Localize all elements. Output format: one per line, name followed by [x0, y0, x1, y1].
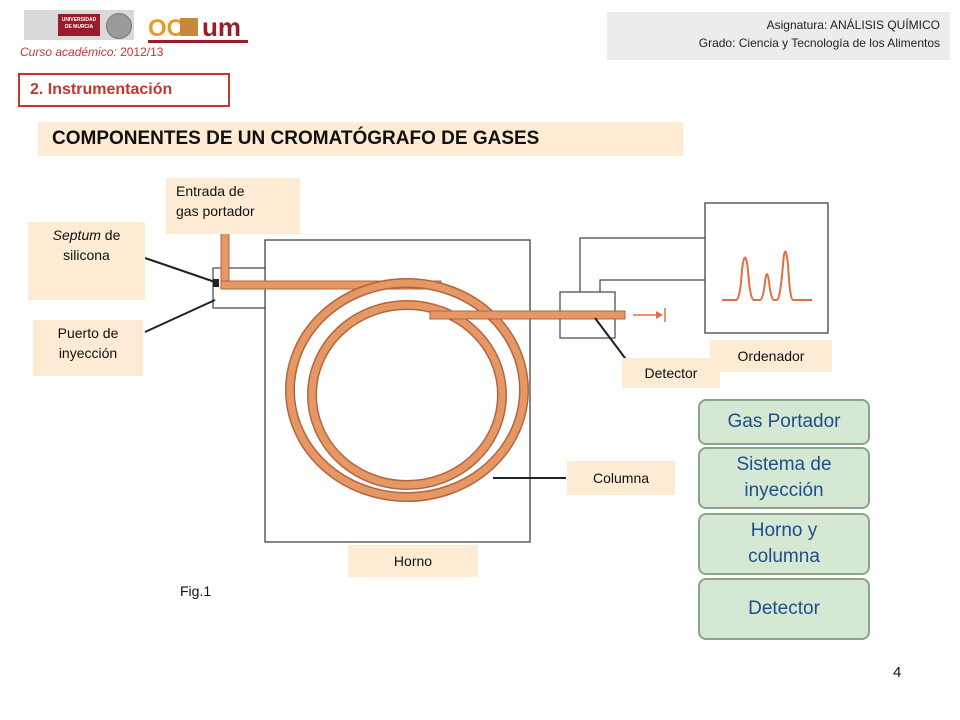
septum-line2: silicona [63, 247, 110, 263]
subject-line: Asignatura: ANÁLISIS QUÍMICO [766, 18, 940, 32]
university-logo-text: UNIVERSIDAD DE MURCIA [58, 14, 100, 36]
step-detector: Detector [698, 578, 870, 640]
svg-text:um: um [202, 12, 241, 42]
septum [213, 279, 219, 287]
step-injection-system: Sistema de inyección [698, 447, 870, 509]
slide-title: COMPONENTES DE UN CROMATÓGRAFO DE GASES [38, 122, 683, 156]
step-injection-line1: Sistema de [736, 454, 832, 475]
column-label: Columna [567, 461, 675, 495]
oven-box [264, 239, 531, 543]
degree-line: Grado: Ciencia y Tecnología de los Alime… [698, 36, 940, 50]
column-outlet-tube [429, 310, 626, 320]
port-line2: inyección [58, 345, 118, 361]
page-number: 4 [893, 664, 902, 681]
carrier-inlet-line1: Entrada de [176, 183, 245, 199]
computer-box [704, 202, 829, 334]
oven-label: Horno [348, 545, 478, 577]
figure-caption: Fig.1 [180, 583, 212, 599]
step-oven-line1: Horno y [750, 520, 818, 541]
course-label: Curso académico: [20, 45, 117, 59]
injection-port-label: Puerto de inyección [33, 320, 143, 376]
septum-leader [144, 257, 216, 283]
septum-italic: Septum [52, 227, 101, 243]
septum-rest: de [100, 227, 121, 243]
subject-box [607, 12, 950, 60]
step-carrier-gas-text: Gas Portador [727, 411, 841, 432]
carrier-gas-inlet-label: Entrada de gas portador [166, 178, 300, 234]
detector-label: Detector [622, 358, 720, 388]
step-detector-text: Detector [748, 598, 820, 619]
port-leader [144, 299, 216, 333]
septum-label: Septum de silicona [28, 222, 145, 300]
chromatogram-trace [722, 250, 812, 301]
course-value: 2012/13 [120, 45, 164, 59]
academic-year: Curso académico: 2012/13 [20, 45, 163, 59]
step-injection-line2: inyección [744, 480, 824, 501]
university-seal-icon [106, 13, 132, 39]
carrier-gas-tube [220, 229, 230, 283]
port-line1: Puerto de [57, 325, 119, 341]
section-title: 2. Instrumentación [18, 73, 230, 107]
step-carrier-gas: Gas Portador [698, 399, 870, 445]
ocw-logo: OC um [148, 12, 248, 43]
step-oven-line2: columna [748, 546, 820, 567]
svg-text:OC: OC [148, 15, 184, 42]
computer-label: Ordenador [710, 340, 832, 372]
carrier-inlet-line2: gas portador [176, 203, 255, 219]
detector-leader [594, 317, 629, 363]
step-oven-column: Horno y columna [698, 513, 870, 575]
